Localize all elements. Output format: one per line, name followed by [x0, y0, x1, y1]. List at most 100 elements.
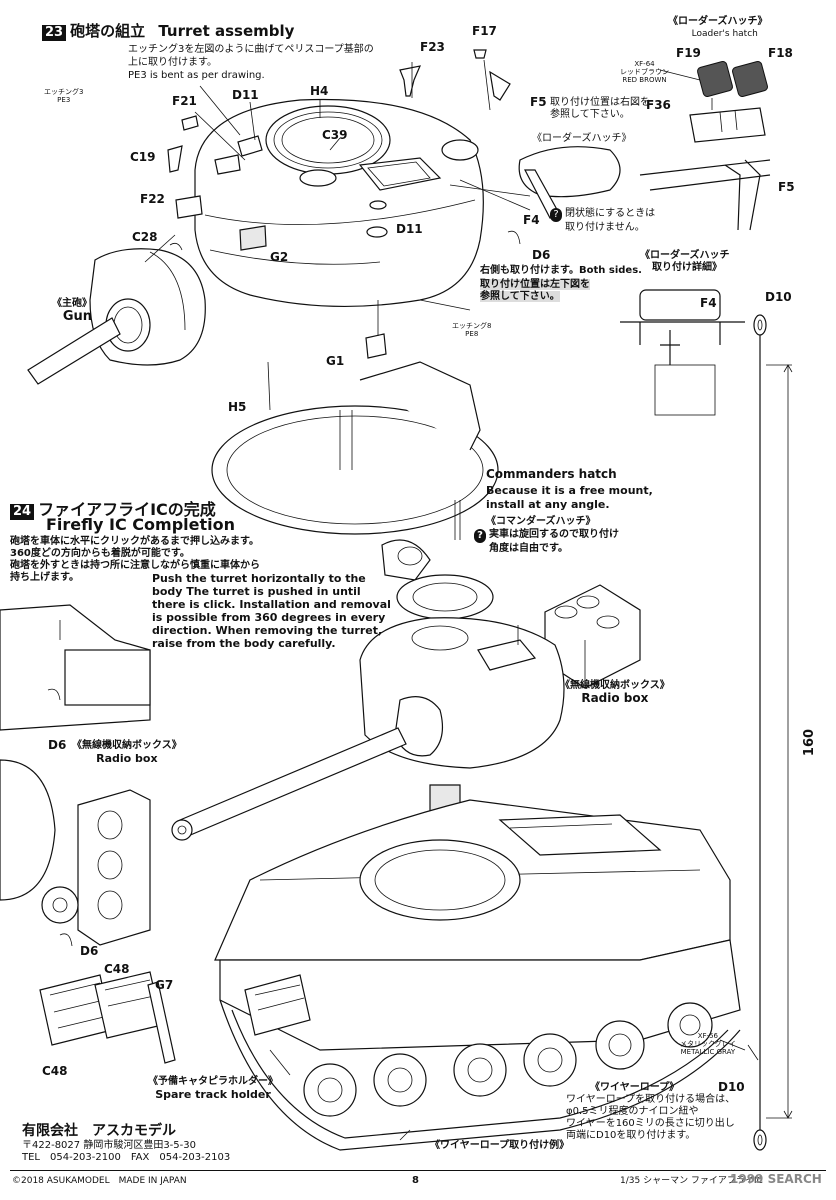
- loaders-hatch-mount-detail: [620, 289, 745, 416]
- part-h4: H4: [310, 84, 329, 98]
- step23-title-jp: 砲塔の組立: [70, 22, 146, 40]
- pe3-note-en: PE3 is bent as per drawing.: [128, 70, 265, 81]
- step24-title-en: Firefly IC Completion: [46, 515, 235, 534]
- wire-rope-line: ワイヤーを160ミリの長さに切り出し: [566, 1118, 735, 1129]
- part-f22: F22: [140, 192, 165, 206]
- copyright: ©2018 ASUKAMODEL MADE IN JAPAN: [12, 1176, 187, 1186]
- wire-rope-line: 両端にD10を取り付けます。: [566, 1130, 696, 1141]
- note-icon: ?: [550, 208, 562, 222]
- part-d11-mid: D11: [396, 222, 423, 236]
- pe3-label-jp: エッチング3: [44, 88, 84, 96]
- part-c48-top: C48: [104, 962, 130, 976]
- part-f4-right: F4: [700, 296, 717, 310]
- part-f18: F18: [768, 46, 793, 60]
- paint-xf56: XF-56 メタリックグレイ METALLIC GRAY: [680, 1032, 736, 1056]
- part-d10-bottom: D10: [718, 1080, 745, 1094]
- wire-rope-note: 《ワイヤーロープ》 ワイヤーロープを取り付ける場合は、 φ0.5ミリ程度のナイロ…: [566, 1082, 735, 1142]
- commanders-hatch-jp2: 角度は自由です。: [489, 543, 568, 554]
- pe8-label: エッチング8 PE8: [452, 322, 491, 338]
- wire-rope-title: 《ワイヤーロープ》: [590, 1082, 680, 1093]
- footer-divider: [10, 1170, 826, 1171]
- part-c19: C19: [130, 150, 156, 164]
- company-phone: TEL 054-203-2100 FAX 054-203-2103: [22, 1152, 231, 1163]
- page-number: 8: [412, 1175, 419, 1186]
- part-f5: F5: [530, 95, 547, 109]
- commanders-hatch-drawing: [381, 500, 494, 620]
- step24-jp-line: 砲塔を外すときは持つ所に注意しながら慎重に車体から: [10, 560, 260, 571]
- pe3-label: エッチング3 PE3: [44, 88, 83, 104]
- turret-drawing-step23: [27, 49, 621, 411]
- footer-company-block: 有限会社 アスカモデル 〒422-8027 静岡市駿河区豊田3-5-30 TEL…: [22, 1120, 230, 1164]
- gun-label-en: Gun: [62, 309, 92, 324]
- spare-track-label: 《予備キャタピラホルダー》 Spare track holder: [148, 1076, 278, 1101]
- part-f21: F21: [172, 94, 197, 108]
- part-d6-left-bottom: D6: [80, 944, 99, 958]
- tank-hull-drawing: [214, 799, 741, 1151]
- commanders-hatch-jp1: 実車は旋回するので取り付け: [489, 529, 619, 540]
- step24-title-jp: ファイアフライICの完成: [38, 500, 216, 519]
- loaders-hatch-jp: 《ローダーズハッチ》: [668, 16, 768, 27]
- wire-rope-diagram: [719, 314, 793, 1151]
- wire-mount-example: 《ワイヤーロープ取り付け例》: [430, 1140, 570, 1151]
- f5-note-jp2: 参照して下さい。: [550, 109, 630, 120]
- gun-label-jp: 《主砲》: [52, 298, 92, 309]
- part-g2: G2: [270, 250, 289, 264]
- commanders-hatch-en-title: Commanders hatch: [486, 467, 617, 481]
- part-g1: G1: [326, 354, 345, 368]
- commanders-hatch-jp-title: 《コマンダーズハッチ》: [486, 516, 596, 527]
- company-name: 有限会社 アスカモデル: [22, 1123, 176, 1139]
- step24-en-line: Push the turret horizontally to the: [152, 572, 366, 585]
- company-address: 〒422-8027 静岡市駿河区豊田3-5-30: [22, 1140, 196, 1151]
- commanders-hatch-en-line2: install at any angle.: [486, 498, 610, 511]
- step24-en-instructions: Push the turret horizontally to the body…: [152, 572, 391, 650]
- spare-track-jp: 《予備キャタピラホルダー》: [148, 1076, 278, 1087]
- part-f17: F17: [472, 24, 497, 38]
- loaders-hatch-title: 《ローダーズハッチ》 Loader's hatch: [668, 16, 768, 40]
- wire-rope-line: ワイヤーロープを取り付ける場合は、: [566, 1094, 736, 1105]
- part-h5: H5: [228, 400, 247, 414]
- dimension-160: 160: [802, 728, 818, 757]
- step24-en-line: direction. When removing the turret,: [152, 624, 383, 637]
- part-c39: C39: [322, 128, 348, 142]
- radio-box2-en: Radio box: [96, 752, 158, 765]
- spare-track-en: Spare track holder: [155, 1088, 271, 1101]
- part-d6-left-top: D6: [48, 738, 67, 752]
- step24-jp-line: 360度どの方向からも着脱が可能です。: [10, 548, 190, 559]
- commanders-hatch-en-line1: Because it is a free mount,: [486, 484, 653, 497]
- radio-box-jp: 《無線機収納ボックス》: [560, 680, 670, 691]
- step23-title-en: Turret assembly: [158, 22, 295, 40]
- turret-drawing-step24: [171, 617, 565, 841]
- xf56-en: METALLIC GRAY: [680, 1048, 736, 1056]
- radio-box-label-left: 《無線機収納ボックス》 Radio box: [72, 740, 182, 765]
- xf56-code: XF-56: [697, 1032, 718, 1040]
- pe3-label-en: PE3: [57, 96, 71, 104]
- part-d6: D6: [532, 248, 551, 262]
- part-f23: F23: [420, 40, 445, 54]
- part-f19: F19: [676, 46, 701, 60]
- xf64-en: RED BROWN: [622, 76, 667, 84]
- spare-track-parts: [39, 971, 176, 1064]
- closed-note-jp2: 取り付けません。: [565, 222, 645, 233]
- mount-detail-title: 《ローダーズハッチ 取り付け詳細》: [640, 250, 730, 274]
- radio-box-en: Radio box: [581, 691, 649, 705]
- pe3-note-jp2: 上に取り付けます。: [128, 57, 217, 68]
- closed-note: ?閉状態にするときは 取り付けません。: [550, 208, 655, 234]
- part-f36: F36: [646, 98, 671, 112]
- xf56-jp: メタリックグレイ: [680, 1040, 736, 1048]
- loaders-hatch-en: Loader's hatch: [691, 29, 758, 39]
- step24-jp-line: 持ち上げます。: [10, 572, 79, 583]
- part-d10-top: D10: [765, 290, 792, 304]
- loaders-hatch-label2: 《ローダーズハッチ》: [532, 133, 632, 144]
- part-c48-bottom: C48: [42, 1064, 68, 1078]
- pe8-label-jp: エッチング8: [452, 322, 492, 330]
- loaders-hatch-diagram: [639, 61, 771, 231]
- paint-xf64: XF-64 レッドブラウン RED BROWN: [620, 60, 669, 84]
- f5-note-jp: 取り付け位置は右図を: [550, 97, 650, 108]
- radio-box-label-right: 《無線機収納ボックス》 Radio box: [560, 680, 670, 705]
- note-icon: ?: [474, 529, 486, 543]
- part-f4: F4: [523, 213, 540, 227]
- step24-jp-instructions: 砲塔を車体に水平にクリックがあるまで押し込みます。 360度どの方向からも着脱が…: [10, 536, 260, 584]
- both-sides-note: 右側も取り付けます。Both sides.: [480, 265, 642, 276]
